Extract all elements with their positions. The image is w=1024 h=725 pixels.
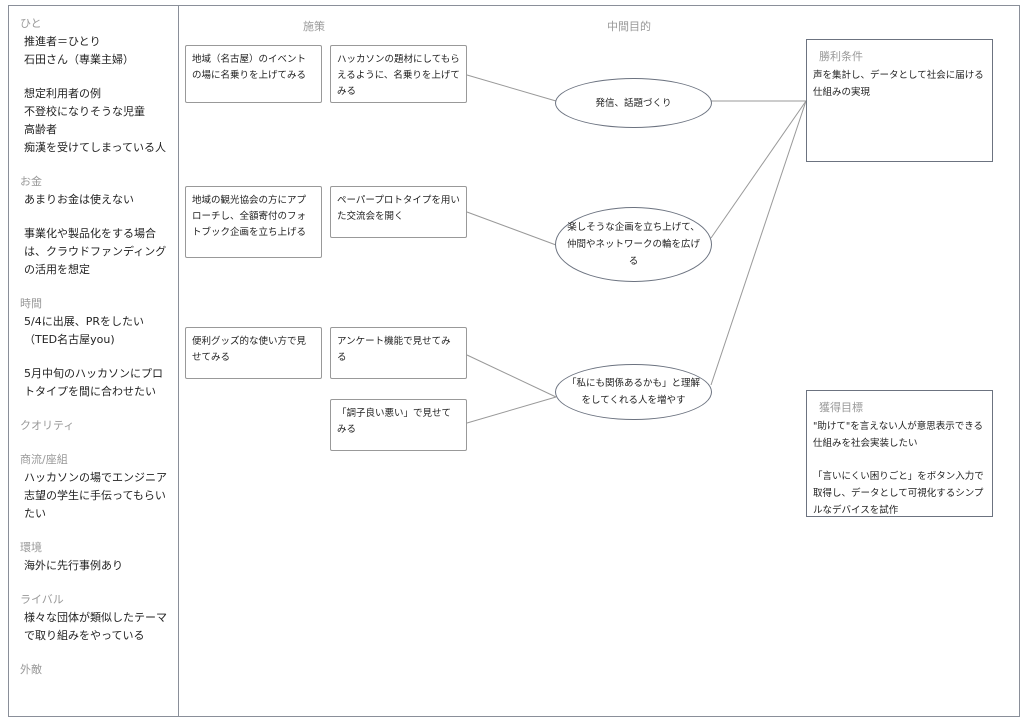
target-text-2: 「言いにくい困りごと」をボタン入力で取得し、データとして可視化するシンプルなデバ… — [813, 471, 984, 516]
condition-section: お金あまりお金は使えない事業化や製品化をする場合は、クラウドファンディングの活用… — [20, 173, 178, 279]
condition-section: ライバル様々な団体が類似したテーマで取り組みをやっている — [20, 591, 178, 645]
condition-line: （TED名古屋you) — [24, 333, 115, 346]
condition-line: の活用を想定 — [24, 263, 90, 276]
condition-line: 様々な団体が類似したテーマ — [24, 611, 167, 624]
win-condition-title: 勝利条件 — [819, 50, 863, 63]
header-measures: 施策 — [303, 20, 325, 33]
target-box[interactable]: 獲得目標 "助けて"を言えない人が意思表示できる仕組みを社会実装したい 「言いに… — [806, 390, 993, 517]
condition-line: 事業化や製品化をする場合 — [24, 227, 156, 240]
condition-section-title: 時間 — [20, 297, 42, 310]
measure-card[interactable]: アンケート機能で見せてみる — [330, 327, 467, 379]
condition-section-title: ひと — [20, 17, 42, 30]
condition-section-title: 商流/座組 — [20, 453, 68, 466]
condition-section: 外敵 — [20, 661, 178, 679]
canvas-frame — [8, 5, 1020, 717]
condition-line: は、クラウドファンディング — [24, 245, 167, 258]
connector — [466, 396, 557, 424]
condition-line: ハッカソンの場でエンジニア — [24, 471, 167, 484]
condition-line: 石田さん（専業主婦） — [24, 53, 134, 66]
measure-card[interactable]: 便利グッズ的な使い方で見せてみる — [185, 327, 322, 379]
win-condition-box[interactable]: 勝利条件 声を集計し、データとして社会に届ける仕組みの実現 — [806, 39, 993, 162]
condition-section: ひと推進者＝ひとり石田さん（専業主婦） 想定利用者の例不登校になりそうな児童高齢者… — [20, 15, 178, 157]
condition-line: 5月中旬のハッカソンにプロ — [24, 367, 163, 380]
connector — [466, 211, 557, 246]
condition-line: 志望の学生に手伝ってもらい — [24, 489, 166, 502]
target-text-1: "助けて"を言えない人が意思表示できる仕組みを社会実装したい — [813, 421, 984, 449]
condition-line: 海外に先行事例あり — [24, 559, 123, 572]
connector — [466, 74, 557, 102]
goal-ellipse[interactable]: 発信、話題づくり — [555, 78, 712, 128]
condition-line: 推進者＝ひとり — [24, 35, 101, 48]
measure-card[interactable]: ハッカソンの題材にしてもらえるように、名乗りを上げてみる — [330, 45, 467, 103]
condition-line: 痴漢を受けてしまっている人 — [24, 141, 167, 154]
condition-line: 5/4に出展、PRをしたい — [24, 315, 144, 328]
measure-card[interactable]: 地域の観光協会の方にアプローチし、全額寄付のフォトブック企画を立ち上げる — [185, 186, 322, 258]
conditions-panel: ひと推進者＝ひとり石田さん（専業主婦） 想定利用者の例不登校になりそうな児童高齢者… — [8, 5, 179, 717]
condition-line: トタイプを間に合わせたい — [24, 385, 156, 398]
condition-line: 高齢者 — [24, 123, 57, 136]
condition-section: 商流/座組ハッカソンの場でエンジニア志望の学生に手伝ってもらいたい — [20, 451, 178, 523]
measure-card[interactable]: ペーパープロトタイプを用いた交流会を開く — [330, 186, 467, 238]
target-title: 獲得目標 — [819, 401, 863, 414]
condition-line: で取り組みをやっている — [24, 629, 145, 642]
condition-line: 不登校になりそうな児童 — [24, 105, 145, 118]
condition-line: 想定利用者の例 — [24, 87, 101, 100]
condition-line: あまりお金は使えない — [24, 193, 134, 206]
win-condition-text: 声を集計し、データとして社会に届ける仕組みの実現 — [813, 70, 984, 98]
condition-section: クオリティ — [20, 417, 178, 435]
condition-section: 時間 5/4に出展、PRをしたい （TED名古屋you) 5月中旬のハッカソンにプロト… — [20, 295, 178, 401]
connector — [710, 100, 807, 386]
measure-card[interactable]: 「調子良い悪い」で見せてみる — [330, 399, 467, 451]
condition-section: 環境海外に先行事例あり — [20, 539, 178, 575]
connector — [466, 354, 557, 398]
condition-section-title: クオリティ — [20, 419, 75, 432]
measure-card[interactable]: 地域（名古屋）のイベントの場に名乗りを上げてみる — [185, 45, 322, 103]
goal-ellipse[interactable]: 楽しそうな企画を立ち上げて、仲間やネットワークの輪を広げる — [555, 207, 712, 282]
condition-section-title: 環境 — [20, 541, 42, 554]
condition-section-title: 外敵 — [20, 663, 42, 676]
goal-ellipse[interactable]: 「私にも関係あるかも」と理解をしてくれる人を増やす — [555, 364, 712, 420]
header-intermediate: 中間目的 — [607, 20, 651, 33]
condition-line: たい — [24, 507, 46, 520]
condition-section-title: ライバル — [20, 593, 64, 606]
connector — [710, 100, 807, 239]
condition-section-title: お金 — [20, 175, 42, 188]
